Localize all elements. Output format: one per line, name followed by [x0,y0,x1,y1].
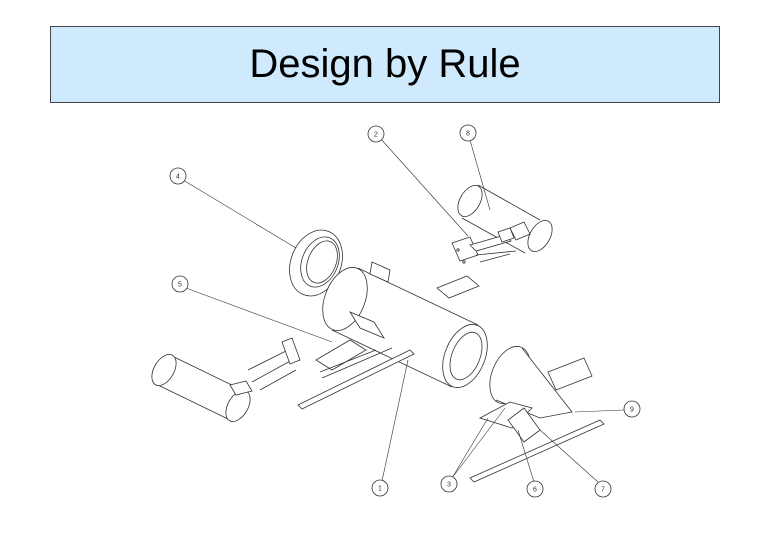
part-4-flange-ring [289,229,343,297]
part-5-lower-bracket [247,337,393,391]
callout-c5: 5 [171,275,189,293]
callout-c1: 1 [371,479,389,497]
callout-label-5: 5 [178,282,182,289]
cone-transition-and-stand [469,345,605,483]
callout-label-9: 9 [630,407,634,414]
callout-label-2: 2 [374,132,378,139]
callout-c6: 6 [526,480,544,498]
callout-label-8: 8 [466,131,470,138]
callout-label-3: 3 [447,482,451,489]
small-plate [436,275,480,299]
callout-c4: 4 [169,167,187,185]
callout-c9: 9 [623,400,641,418]
callout-label-1: 1 [378,486,382,493]
callout-label-6: 6 [533,487,537,494]
lower-rail-left [297,349,415,410]
part-8-upper-cylinder [457,184,553,254]
callout-c7: 7 [594,480,612,498]
slide-title-box: Design by Rule [50,26,720,103]
assembly-drawing: 2 8 4 5 9 1 3 [151,124,641,498]
leader-lines [182,137,625,483]
exploded-assembly-diagram: 2 8 4 5 9 1 3 [0,110,780,540]
callout-c2: 2 [367,125,385,143]
callout-c8: 8 [459,124,477,142]
callout-c3: 3 [440,475,458,493]
part-1-main-tube [322,261,488,388]
lower-left-cylinder [151,354,253,422]
callout-label-4: 4 [176,174,180,181]
part-2-upper-bracket [451,227,517,264]
slide-title: Design by Rule [249,42,521,86]
callout-label-7: 7 [601,487,605,494]
